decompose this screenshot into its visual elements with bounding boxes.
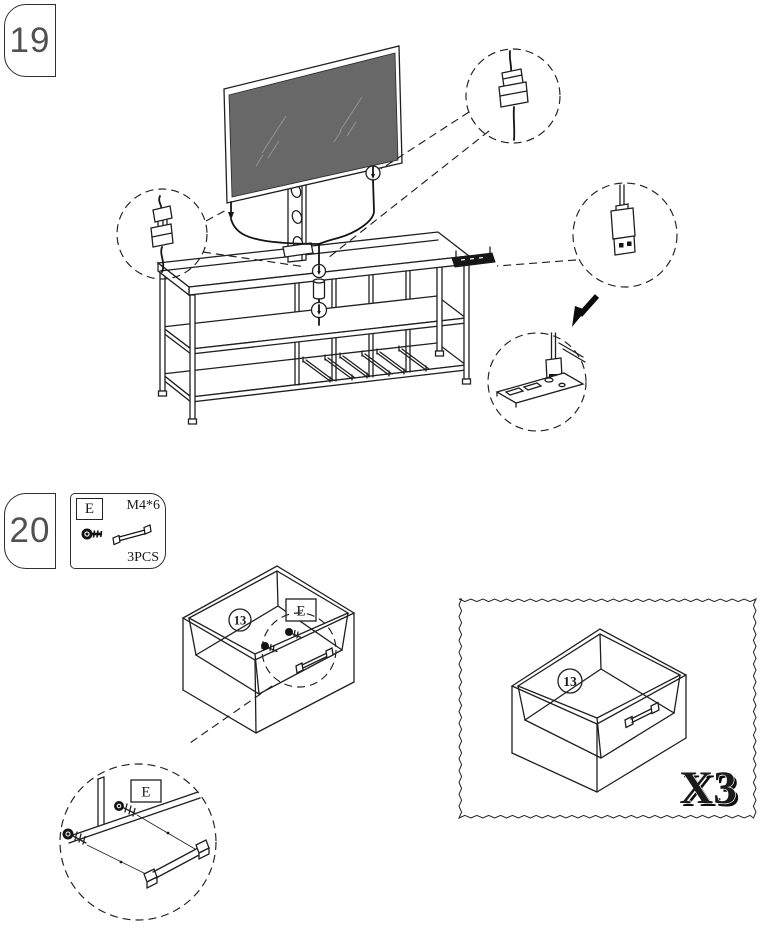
handle-icon [112,524,152,546]
callout-usb-into-board [487,332,587,432]
hardware-spec: M4*6 [126,498,160,513]
hardware-box: E M4*6 3PCS [70,493,166,569]
screw-icon [261,642,278,653]
repeat-count-text: X3 [679,762,736,814]
finished-drawer: 13 [510,628,688,793]
part-label-box [285,598,317,622]
panel-number-circle [557,668,583,694]
panel-number-circle [228,608,252,632]
drawer-assembly: 13 E [181,565,356,744]
power-strip [451,246,496,268]
step-20-badge: 20 [4,493,56,569]
tv-mount-pole [282,178,314,263]
part-label: E [141,785,150,801]
part-label-box [130,779,162,803]
step-19-number: 19 [9,20,51,60]
result-panel: 13 X3 X3 [458,598,757,819]
handle-detail-circle: E [59,763,217,921]
screen-reflections [255,96,363,167]
wavy-border [458,598,757,819]
slide-rail [376,348,408,375]
screw-icon [114,801,137,817]
hardware-part-label: E [84,500,95,517]
tv-screen [228,52,399,198]
stand-tabletop [156,231,471,297]
step-20-number: 20 [9,511,51,550]
slide-rail [339,352,371,379]
handle-highlight-circle [261,612,337,688]
callout-connector-joined [465,48,561,144]
screw-icon [285,628,302,639]
panel-number: 13 [563,674,577,689]
callout-usb-plug [572,182,678,288]
repeat-count-shadow: X3 [682,765,739,817]
panel-number: 13 [234,614,247,628]
hardware-icons [81,524,152,546]
part-label: E [296,604,305,620]
screw-icon [81,528,103,540]
hardware-qty: 3PCS [127,550,159,565]
handle-icon [295,647,334,674]
repeat-count: X3 X3 [679,761,740,817]
callout-connector-separated [116,188,208,280]
hardware-part-label-box: E [76,498,103,520]
insert-arrow [572,294,600,327]
handle-icon [143,839,210,890]
stand-bottom-shelf [160,342,468,404]
step-19-badge: 19 [4,4,56,77]
cable-arrow [228,212,234,220]
handle-icon [624,701,660,729]
slide-rail [302,356,334,383]
leader-lines [202,111,600,327]
tv-cables [228,165,381,326]
tv [223,45,403,204]
screw-icon [62,828,87,845]
inline-connector [312,278,326,300]
